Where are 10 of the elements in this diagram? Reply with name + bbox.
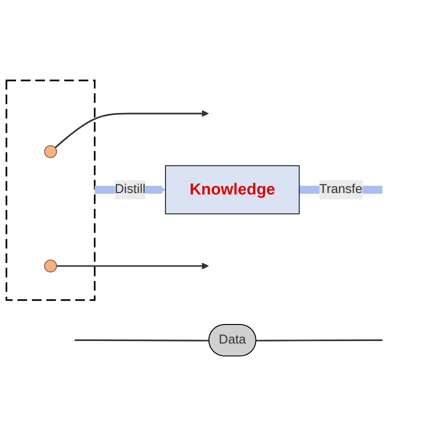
node-box: Knowledge xyxy=(165,166,300,215)
connector xyxy=(256,340,382,342)
node-circle xyxy=(44,260,57,273)
arrow xyxy=(54,110,209,149)
arrow xyxy=(56,262,209,270)
node-circle xyxy=(44,146,57,158)
cluster xyxy=(6,80,96,302)
edge-label: Transfe xyxy=(319,182,362,197)
connector xyxy=(74,340,210,342)
edge-label: Distill xyxy=(114,182,146,197)
